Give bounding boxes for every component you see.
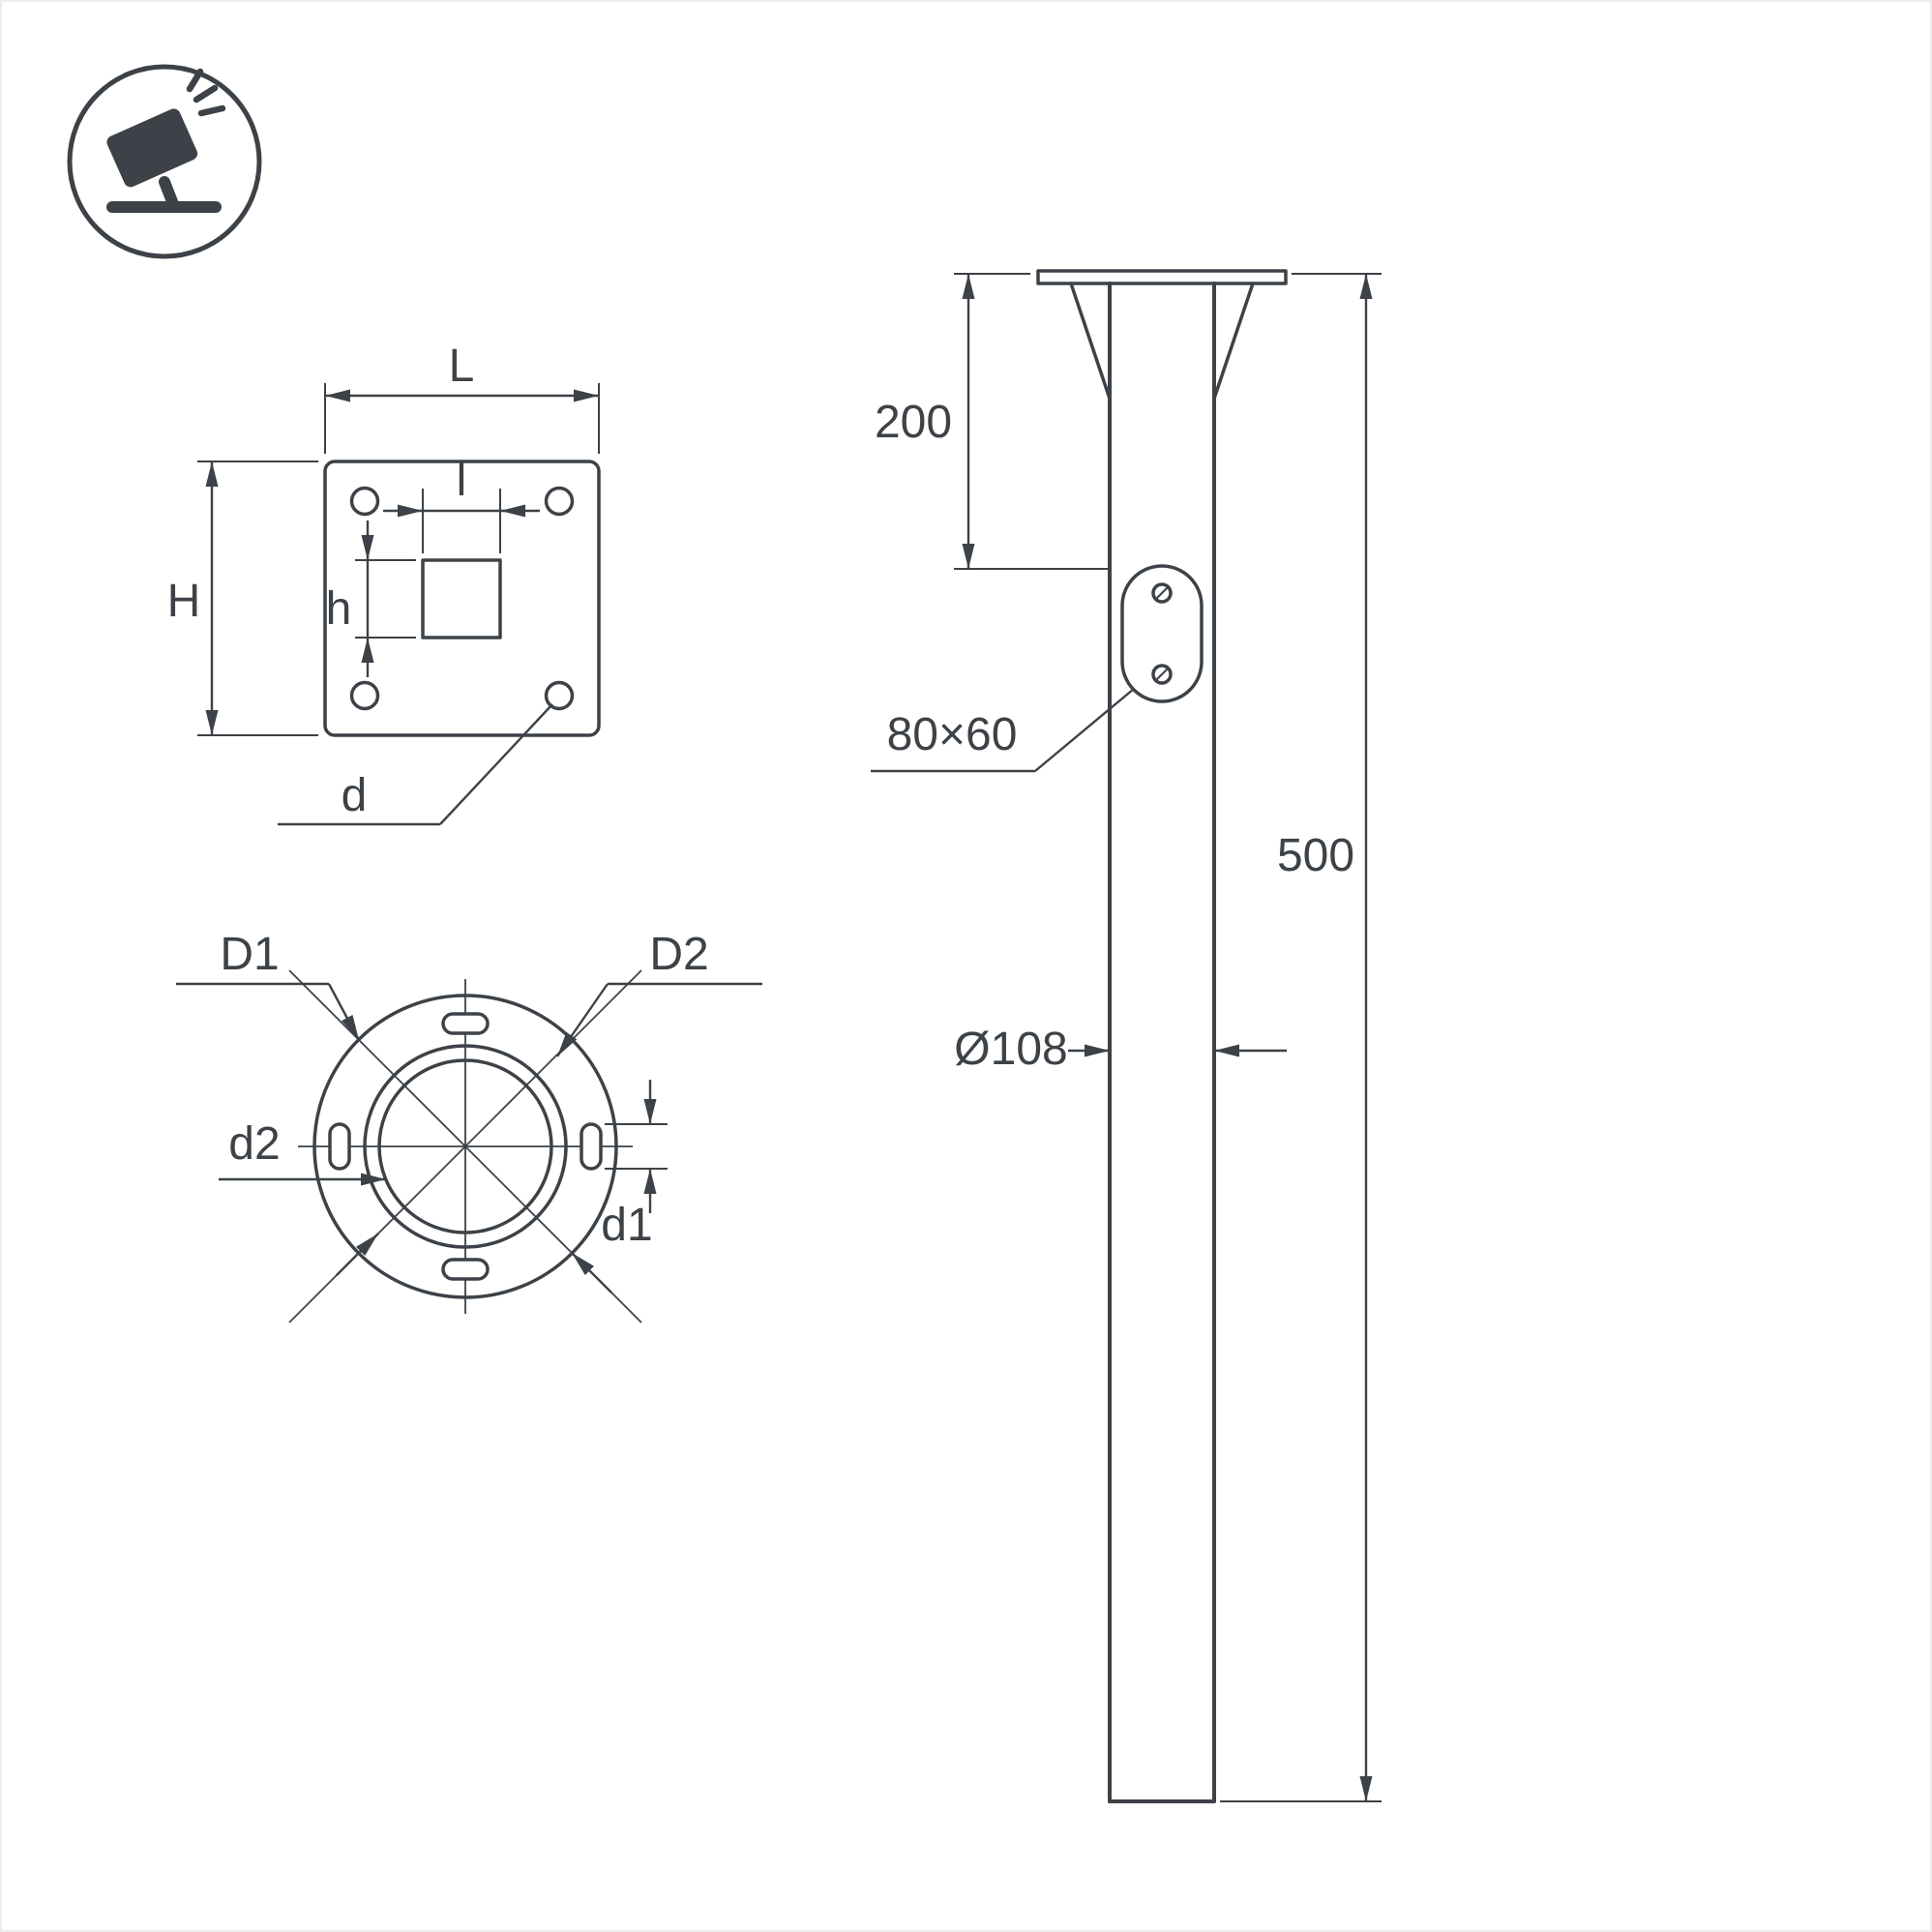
pole-side-view: 200 500 80×60 Ø108 — [871, 269, 1382, 1803]
ray-line — [197, 104, 226, 117]
dim-label-d: d — [342, 770, 368, 821]
dim-label-d1: d1 — [601, 1200, 652, 1251]
dim-label-h: h — [326, 583, 352, 635]
dimension-L: L — [324, 341, 600, 454]
bolt-hole-top-right — [544, 486, 575, 517]
center-square-opening — [421, 558, 502, 639]
dimension-500: 500 — [1220, 273, 1382, 1802]
bolt-hole-bottom-right — [544, 680, 575, 711]
floodlight-rect — [106, 108, 198, 188]
flange-top-view: L H l h — [167, 341, 601, 826]
dimension-d1: d1 — [601, 1080, 668, 1251]
dim-label-L: L — [449, 341, 475, 392]
floodlight-stand — [159, 176, 179, 210]
opposite-arrow — [571, 1252, 612, 1293]
badge-circle — [67, 64, 262, 259]
slot-left — [328, 1122, 351, 1171]
dimension-h: h — [326, 520, 416, 677]
flange-plate-outline — [323, 460, 601, 737]
access-hole-oval — [1120, 564, 1204, 703]
dim-label-200: 200 — [875, 397, 952, 448]
slot-top — [441, 1012, 490, 1035]
leader-D2: D2 — [336, 929, 762, 1276]
floodlight-body — [106, 108, 198, 188]
pipe-inner-circle — [377, 1058, 553, 1234]
gusset-right — [1212, 282, 1255, 401]
dimension-l: l — [383, 455, 540, 553]
screw-slot — [1155, 668, 1169, 681]
pipe-outer-circle — [363, 1044, 568, 1249]
screw-bottom-icon — [1151, 664, 1173, 685]
dim-label-80x60: 80×60 — [887, 709, 1018, 760]
bolt-hole-top-left — [349, 486, 380, 517]
dim-label-H: H — [167, 576, 201, 627]
slot-right — [580, 1122, 603, 1171]
leader-80x60: 80×60 — [871, 688, 1135, 773]
dimension-diameter-108: Ø108 — [954, 1024, 1287, 1075]
dim-label-diameter: Ø108 — [954, 1024, 1067, 1075]
outer-flange-circle — [312, 994, 618, 1299]
dimension-d2: d2 — [219, 1118, 386, 1186]
leader-d: d — [278, 703, 553, 826]
tilted-floodlight-badge — [67, 64, 262, 259]
top-flange-plate — [1036, 269, 1288, 285]
dim-label-D2: D2 — [649, 929, 708, 980]
ray-line — [193, 84, 219, 104]
leader-arrow — [556, 983, 609, 1057]
leader-line — [439, 703, 553, 825]
bolt-hole-bottom-left — [349, 680, 380, 711]
screw-slot — [1155, 586, 1169, 600]
leader-arrow — [327, 983, 361, 1041]
dim-label-500: 500 — [1277, 830, 1354, 881]
leader-line — [1034, 688, 1135, 772]
slot-bottom — [441, 1258, 490, 1281]
gusset-left — [1069, 282, 1112, 401]
dim-label-l: l — [457, 455, 467, 506]
dim-label-d2: d2 — [228, 1118, 280, 1170]
ray-line — [186, 68, 204, 93]
light-rays-icon — [186, 68, 226, 117]
flange-bottom-view: D1 D2 d2 d1 — [176, 929, 762, 1323]
screw-top-icon — [1151, 582, 1173, 604]
dimension-H: H — [167, 461, 318, 736]
opposite-arrow — [336, 1233, 379, 1276]
leader-D1: D1 — [176, 929, 612, 1293]
dimension-200: 200 — [875, 273, 1110, 570]
dim-label-D1: D1 — [220, 929, 279, 980]
